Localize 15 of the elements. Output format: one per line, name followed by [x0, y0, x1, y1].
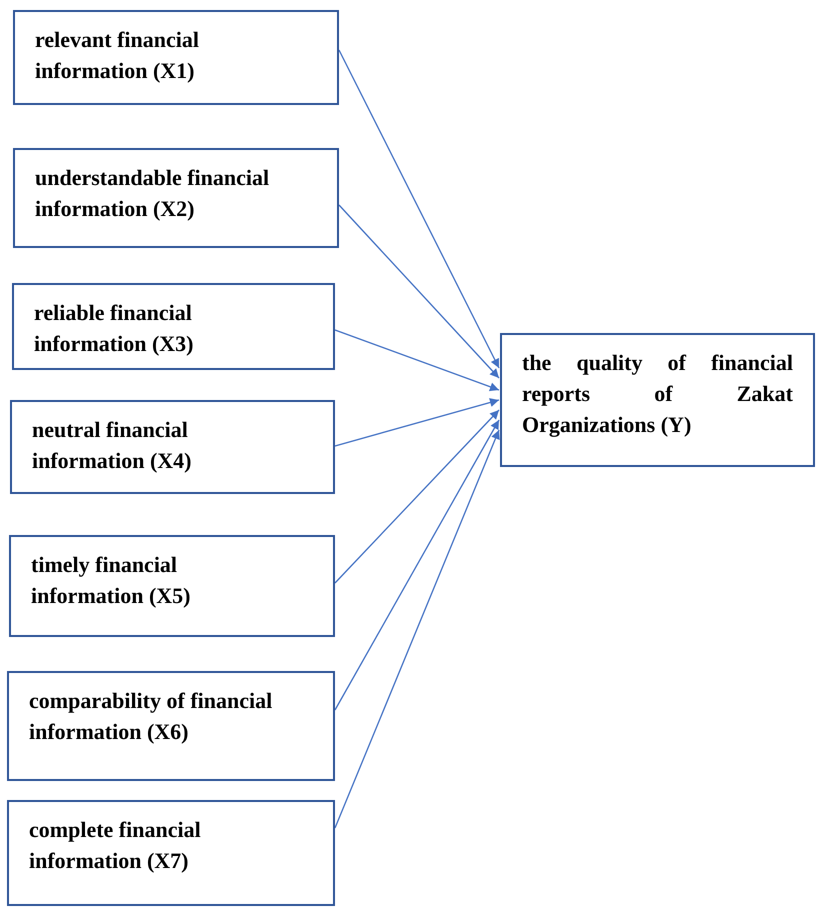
text-box: the quality of financial reports of Zakat Organizations (Y): [500, 333, 815, 467]
text-box: complete financial information (X7): [7, 800, 335, 906]
arrow: [338, 204, 500, 378]
arrow: [334, 398, 500, 447]
text-box: comparability of financial information (X6): [7, 671, 335, 781]
text-box: relevant financial information (X1): [13, 10, 339, 105]
text-box: reliable financial information (X3): [12, 283, 335, 370]
text-box: neutral financial information (X4): [10, 400, 335, 494]
arrow: [334, 430, 500, 828]
arrow: [334, 329, 500, 392]
text-box: timely financial information (X5): [9, 535, 335, 637]
text-box: understandable financial information (X2): [13, 148, 339, 248]
arrow: [334, 410, 500, 584]
arrow: [338, 50, 500, 368]
arrow: [334, 420, 500, 710]
